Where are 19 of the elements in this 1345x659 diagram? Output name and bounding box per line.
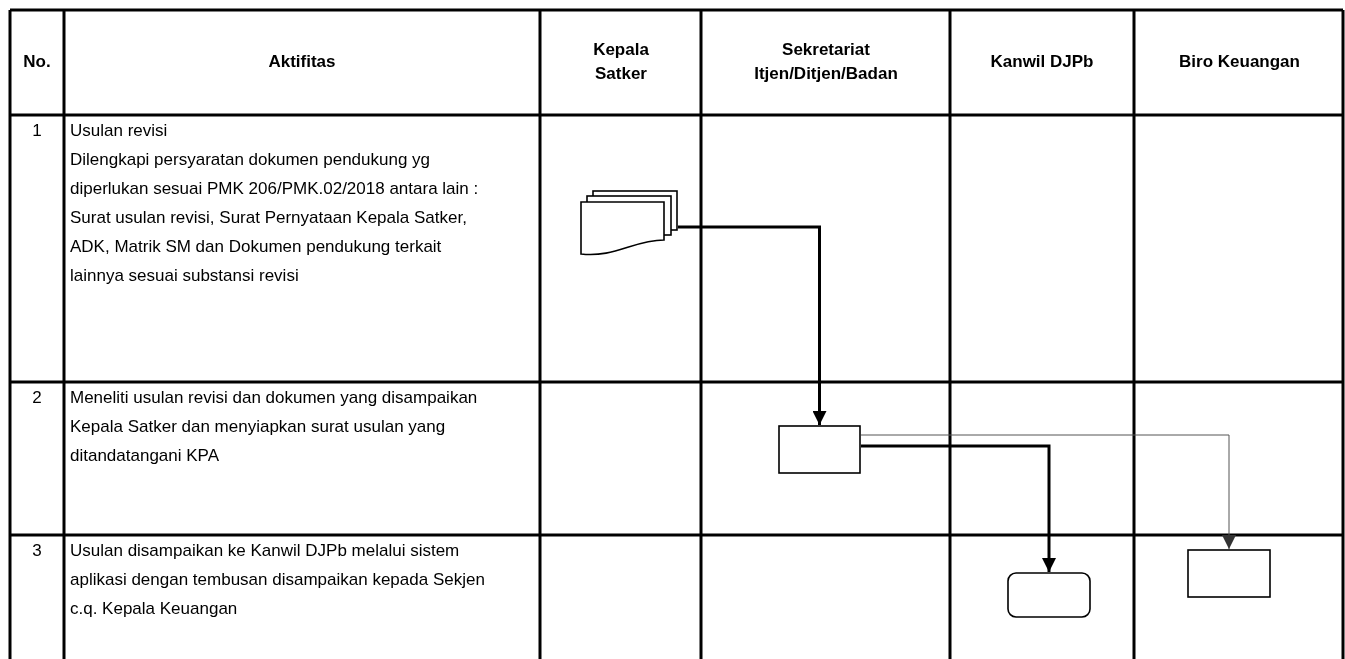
column-header: Kanwil DJPb [989,51,1095,73]
arrow [678,225,827,425]
activity-text: Meneliti usulan revisi dan dokumen yang disampaikan Kepala Satker dan menyiapkan surat usulan yang ditandatangani KPA [70,387,479,467]
terminal-box [1007,572,1091,618]
row-number: 2 [31,387,43,409]
column-header: Biro Keuangan [1178,51,1301,73]
activity-text: Usulan disampaikan ke Kanwil DJPb melalui sistem aplikasi dengan tembusan disampaikan kepada Sekjen c.q. Kepala Keuangan [70,540,486,620]
column-header: Sekretariat Itjen/Ditjen/Badan [753,39,899,85]
process-box [778,425,861,474]
row-number: 1 [31,120,43,142]
arrow [861,444,1056,572]
activity-text: Usulan revisi [70,120,169,142]
row-number: 3 [31,540,43,562]
column-header: No. [22,51,52,73]
column-header: Kepala Satker [592,39,650,85]
column-header: Aktifitas [267,51,337,73]
arrow [860,434,1236,550]
activity-text: Dilengkapi persyaratan dokumen pendukung yg diperlukan sesuai PMK 206/PMK.02/2018 antara lain : Surat usulan revisi, Surat Pernyataan Kepala Satker, ADK, Matrik SM dan Dokumen pendukung terkait lainnya sesuai substansi revisi [70,149,480,287]
process-box [1187,549,1271,598]
